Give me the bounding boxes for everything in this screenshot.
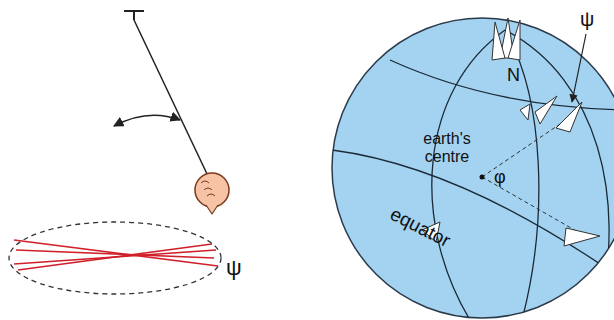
- latitude-symbol: φ: [494, 168, 506, 188]
- globe: [332, 18, 614, 320]
- pole-label: N: [507, 66, 520, 86]
- pendulum: [9, 11, 229, 294]
- angle-symbol: ψ: [580, 8, 594, 30]
- angle-symbol: ψ: [226, 256, 242, 280]
- centre-label: earth's centre: [414, 130, 480, 165]
